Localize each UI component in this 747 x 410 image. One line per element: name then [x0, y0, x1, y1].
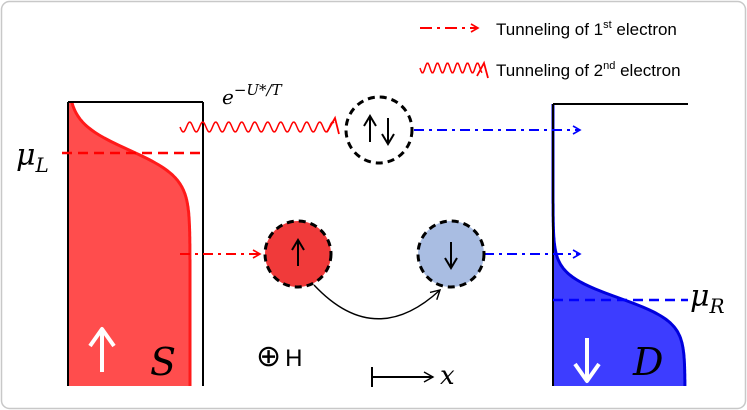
legend-second-electron-label: Tunneling of 2nd electron [496, 60, 681, 80]
spin-flip-curved-arrow [313, 284, 442, 320]
drain-spin-down-arrow-icon [573, 338, 601, 383]
legend: Tunneling of 1st electron Tunneling of 2… [419, 19, 681, 80]
legend-first-electron-label: Tunneling of 1st electron [496, 19, 677, 39]
legend-second-electron-arrowhead-icon [476, 60, 489, 79]
spin-up-arrow-icon [363, 114, 377, 142]
source-spin-up-arrow-icon [88, 327, 116, 372]
legend-second-electron-wave-icon [419, 62, 483, 74]
drain-label: D [632, 340, 663, 384]
source-lead: S [62, 101, 204, 386]
spin-down-arrow-icon [444, 242, 458, 270]
second-electron-wavy-path [179, 121, 335, 133]
source-fermi-fill [68, 102, 190, 386]
exponent-label: e−U*/T [222, 81, 283, 109]
red-spin-up-dot [263, 219, 333, 289]
hamiltonian-label: ⊕H [256, 340, 302, 373]
mu-right-label: μR [690, 279, 725, 318]
source-label: S [150, 340, 176, 384]
mu-left-label: μL [16, 138, 49, 177]
x-axis-label: x [440, 361, 455, 391]
spin-down-arrow-icon [381, 118, 395, 146]
drain-lead: D [551, 103, 688, 386]
x-axis-indicator: x [371, 361, 455, 391]
source-fermi-edge [70, 101, 192, 386]
blue-spin-down-dot [416, 219, 486, 289]
second-electron-arrowhead-icon [326, 115, 340, 135]
drain-fermi-fill [553, 104, 685, 386]
double-occupied-dot [344, 95, 414, 165]
spin-up-arrow-icon [291, 238, 305, 266]
